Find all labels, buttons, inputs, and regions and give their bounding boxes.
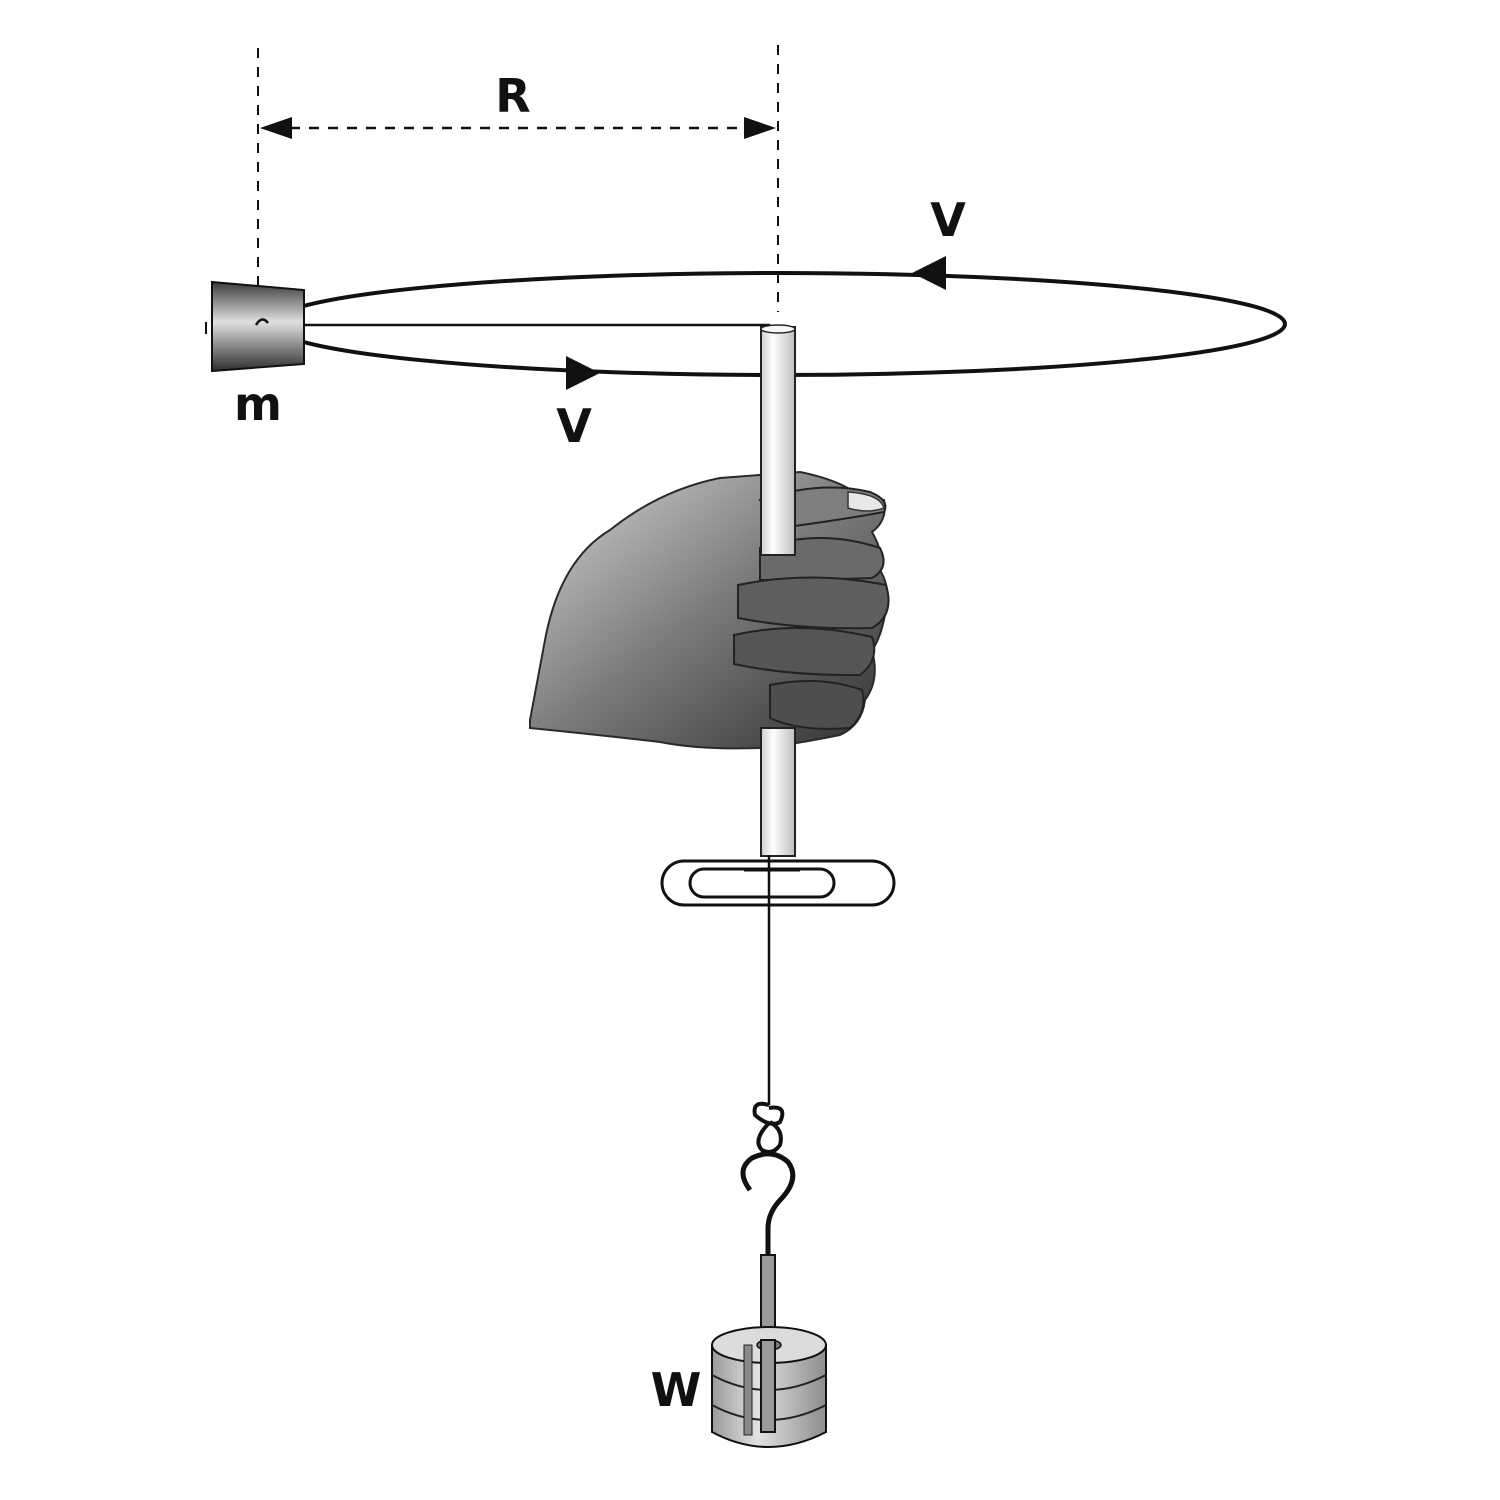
finger-ring: [733, 627, 876, 677]
string-loop-bottom: [756, 1120, 783, 1155]
radius-label: R: [495, 69, 530, 123]
velocity-arrow-bottom: [566, 356, 600, 390]
tube-top-opening: [760, 324, 796, 334]
velocity-label-bottom: V: [556, 399, 592, 453]
stopper-mass: m: [205, 280, 305, 431]
paper-clip-outer: [660, 859, 896, 907]
thumbnail: [847, 491, 885, 512]
slotted-weights: W: [651, 1326, 827, 1448]
finger-little: [769, 680, 865, 730]
weight-label: W: [651, 1363, 702, 1417]
string-knot: [254, 318, 269, 326]
radius-dimension: R: [257, 45, 779, 312]
finger-middle: [737, 576, 890, 630]
hook: [740, 1151, 796, 1255]
paper-clip: [660, 859, 896, 907]
stopper-body: [211, 280, 305, 373]
paper-clip-inner: [688, 867, 836, 899]
hanger-rod-front: [760, 1339, 776, 1433]
hand: [529, 470, 890, 750]
velocity-arrow-top: [912, 256, 946, 290]
tube-lower: [760, 727, 796, 857]
tube-upper: [760, 326, 796, 556]
hook-assembly: [740, 1101, 796, 1255]
tube: [760, 324, 796, 857]
velocity-label-top: V: [930, 193, 966, 247]
weight-slot: [743, 1344, 753, 1436]
mass-label: m: [234, 377, 282, 431]
radius-arrow-right: [744, 117, 776, 139]
radius-arrow-left: [260, 117, 292, 139]
